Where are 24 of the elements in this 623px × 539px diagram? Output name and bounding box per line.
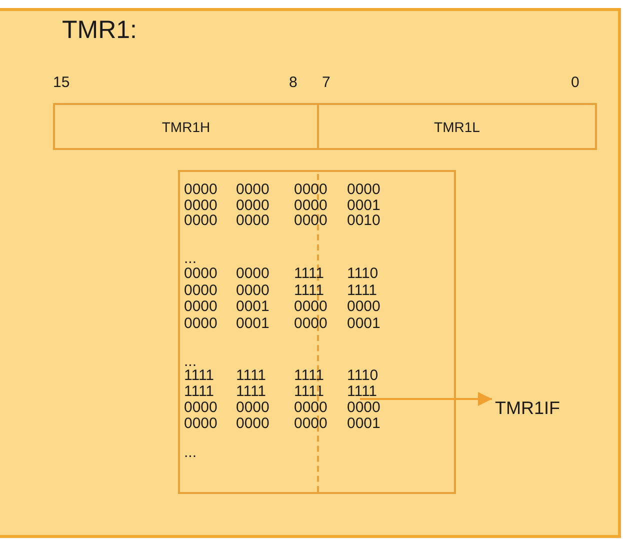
- counter-value-row-text: 0000 0000 0000 0000: [184, 181, 382, 199]
- counter-value-row-text: 0000 0000 0000 0000: [184, 399, 382, 417]
- arrow: [360, 392, 492, 406]
- ellipsis: ...: [184, 353, 197, 370]
- ellipsis: ...: [184, 250, 197, 268]
- counter-value-row-text: 0000 0001 0000 0001: [184, 315, 382, 333]
- counter-value-row-text: 1111 1111 1111 1110: [184, 367, 380, 385]
- bit-number: 7: [322, 74, 330, 91]
- bit-number: 15: [53, 74, 70, 91]
- counter-value-row-text: 0000 0000 0000 0010: [184, 212, 382, 230]
- counter-value-row-text: 0000 0001 0000 0000: [184, 298, 382, 316]
- counter-value-table: [178, 170, 456, 494]
- counter-value-row-text: 0000 0000 1111 1111: [184, 282, 378, 300]
- counter-value-row-text: 0000 0000 0000 0001: [184, 415, 382, 433]
- counter-value-row-text: 0000 0000 1111 1110: [184, 265, 380, 283]
- register-high-byte: TMR1H: [53, 103, 319, 150]
- flag-label: TMR1IF: [495, 396, 595, 420]
- register-title: TMR1:: [62, 16, 137, 45]
- counter-value-row: 1111 1111 1111 1111: [184, 383, 414, 401]
- counter-value-row-text: 0000 0000 0000 0001: [184, 197, 382, 214]
- bit-number: 0: [571, 74, 580, 91]
- ellipsis: ...: [184, 444, 197, 462]
- bit-number: 8: [289, 74, 298, 91]
- register-low-byte: TMR1L: [317, 103, 597, 150]
